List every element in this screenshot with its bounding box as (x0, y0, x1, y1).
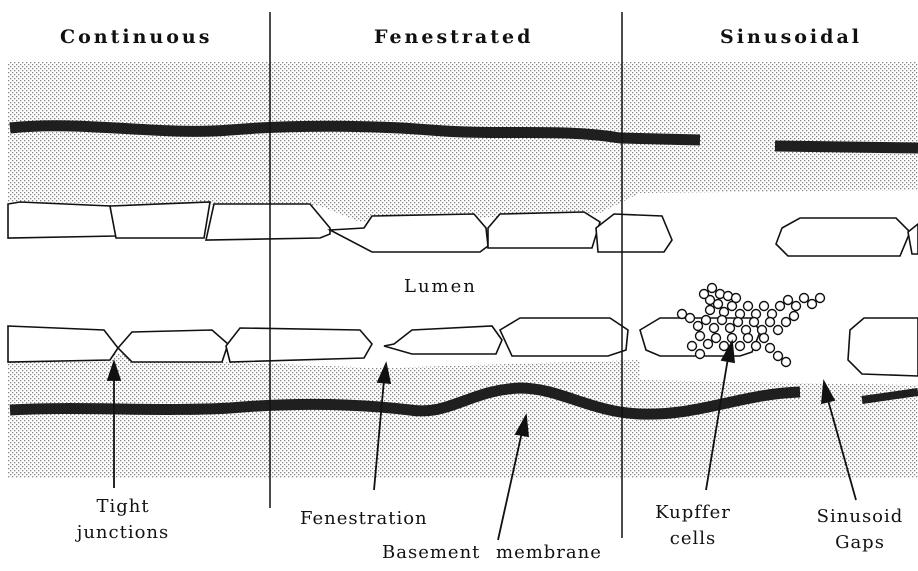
header-fenestrated: Fenestrated (374, 26, 533, 48)
tight-junctions-label: Tight junctions (68, 494, 178, 546)
endothelial-cell (848, 318, 918, 376)
endothelial-cell (118, 330, 228, 362)
endothelial-cell (500, 318, 628, 356)
kupffer-cells-label: Kupffer cells (648, 500, 738, 552)
endothelial-cell (206, 204, 330, 240)
lumen-label: Lumen (404, 274, 477, 300)
basement-membrane-upper-right (775, 146, 918, 148)
sinusoid-gaps-label-line1: Sinusoid (806, 504, 914, 530)
kupffer-cell (678, 284, 825, 367)
sinusoid-gaps-label: Sinusoid Gaps (806, 504, 914, 556)
kupffer-cells-label-line2: cells (648, 526, 738, 552)
tissue-stipple-lower (8, 354, 918, 478)
sinusoid-gaps-label-line2: Gaps (806, 530, 914, 556)
endothelial-cell (384, 326, 502, 354)
membrane-label: membrane (496, 540, 602, 566)
endothelial-cell (226, 328, 372, 362)
endothelial-cell (8, 202, 116, 238)
header-sinusoidal: Sinusoidal (720, 26, 862, 48)
tight-junctions-label-line2: junctions (68, 520, 178, 546)
header-continuous: Continuous (60, 26, 212, 48)
kupffer-cells-label-line1: Kupffer (648, 500, 738, 526)
endothelial-cell (596, 214, 672, 252)
endothelial-cell (8, 326, 118, 362)
basement-label: Basement (382, 540, 480, 566)
endothelial-cell (908, 224, 918, 254)
fenestration-label: Fenestration (300, 506, 428, 532)
endothelial-cell (776, 218, 910, 256)
endothelial-cell (110, 202, 210, 238)
endothelial-cell (330, 214, 488, 252)
endothelial-cell (488, 212, 600, 248)
tight-junctions-label-line1: Tight (68, 494, 178, 520)
